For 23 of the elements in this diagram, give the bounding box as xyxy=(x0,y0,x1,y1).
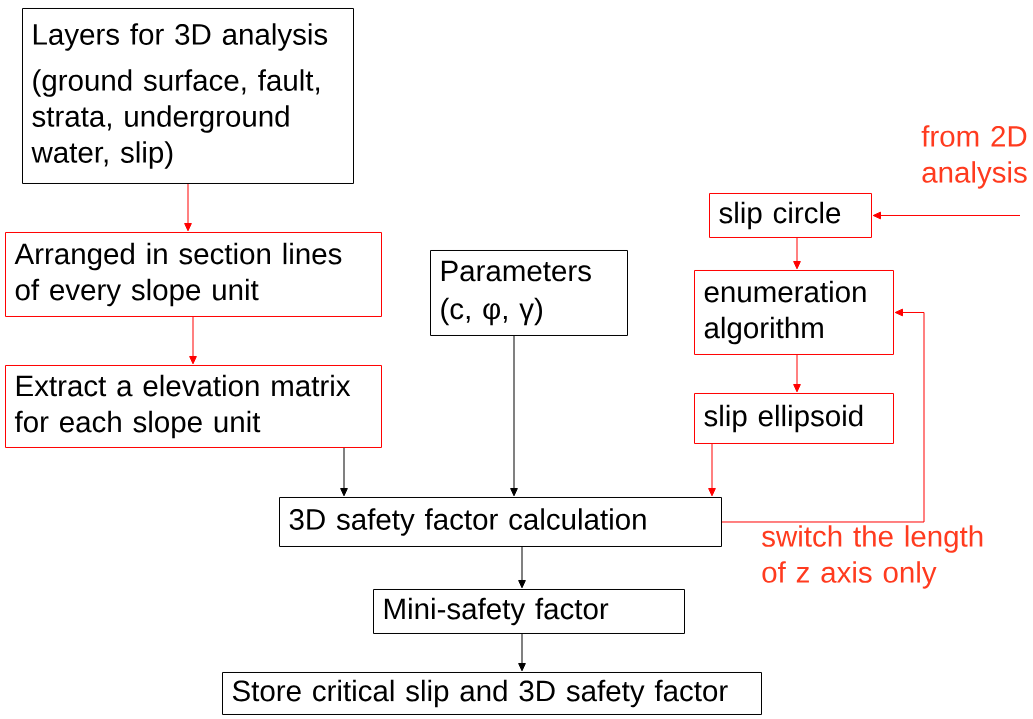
arrow xyxy=(518,633,526,672)
process-box: Layers for 3D analysis (ground surface, fault, strata, underground water, slip) xyxy=(22,8,354,184)
arrow xyxy=(189,316,197,365)
process-box: Mini-safety factor xyxy=(373,589,685,634)
process-box: Parameters (c, φ, γ) xyxy=(430,250,628,336)
arrow xyxy=(872,211,1021,220)
arrow xyxy=(793,354,801,393)
arrow xyxy=(184,183,192,232)
process-box: Store critical slip and 3D safety factor xyxy=(222,672,762,715)
edge-label: switch the length of z axis only xyxy=(760,524,995,590)
process-box: slip ellipsoid xyxy=(694,393,894,444)
process-box: Arranged in section lines of every slope unit xyxy=(5,232,382,317)
arrow xyxy=(340,447,348,497)
edge-label: from 2D analysis xyxy=(920,124,1033,190)
arrow xyxy=(721,308,925,523)
process-box: slip circle xyxy=(709,193,872,238)
arrow xyxy=(518,546,526,589)
arrow xyxy=(510,335,518,497)
process-box: enumeration algorithm xyxy=(694,270,894,355)
process-box: 3D safety factor calculation xyxy=(279,497,722,547)
arrow xyxy=(793,237,801,270)
arrow xyxy=(708,443,716,497)
process-box: Extract a elevation matrix for each slope unit xyxy=(5,365,382,448)
